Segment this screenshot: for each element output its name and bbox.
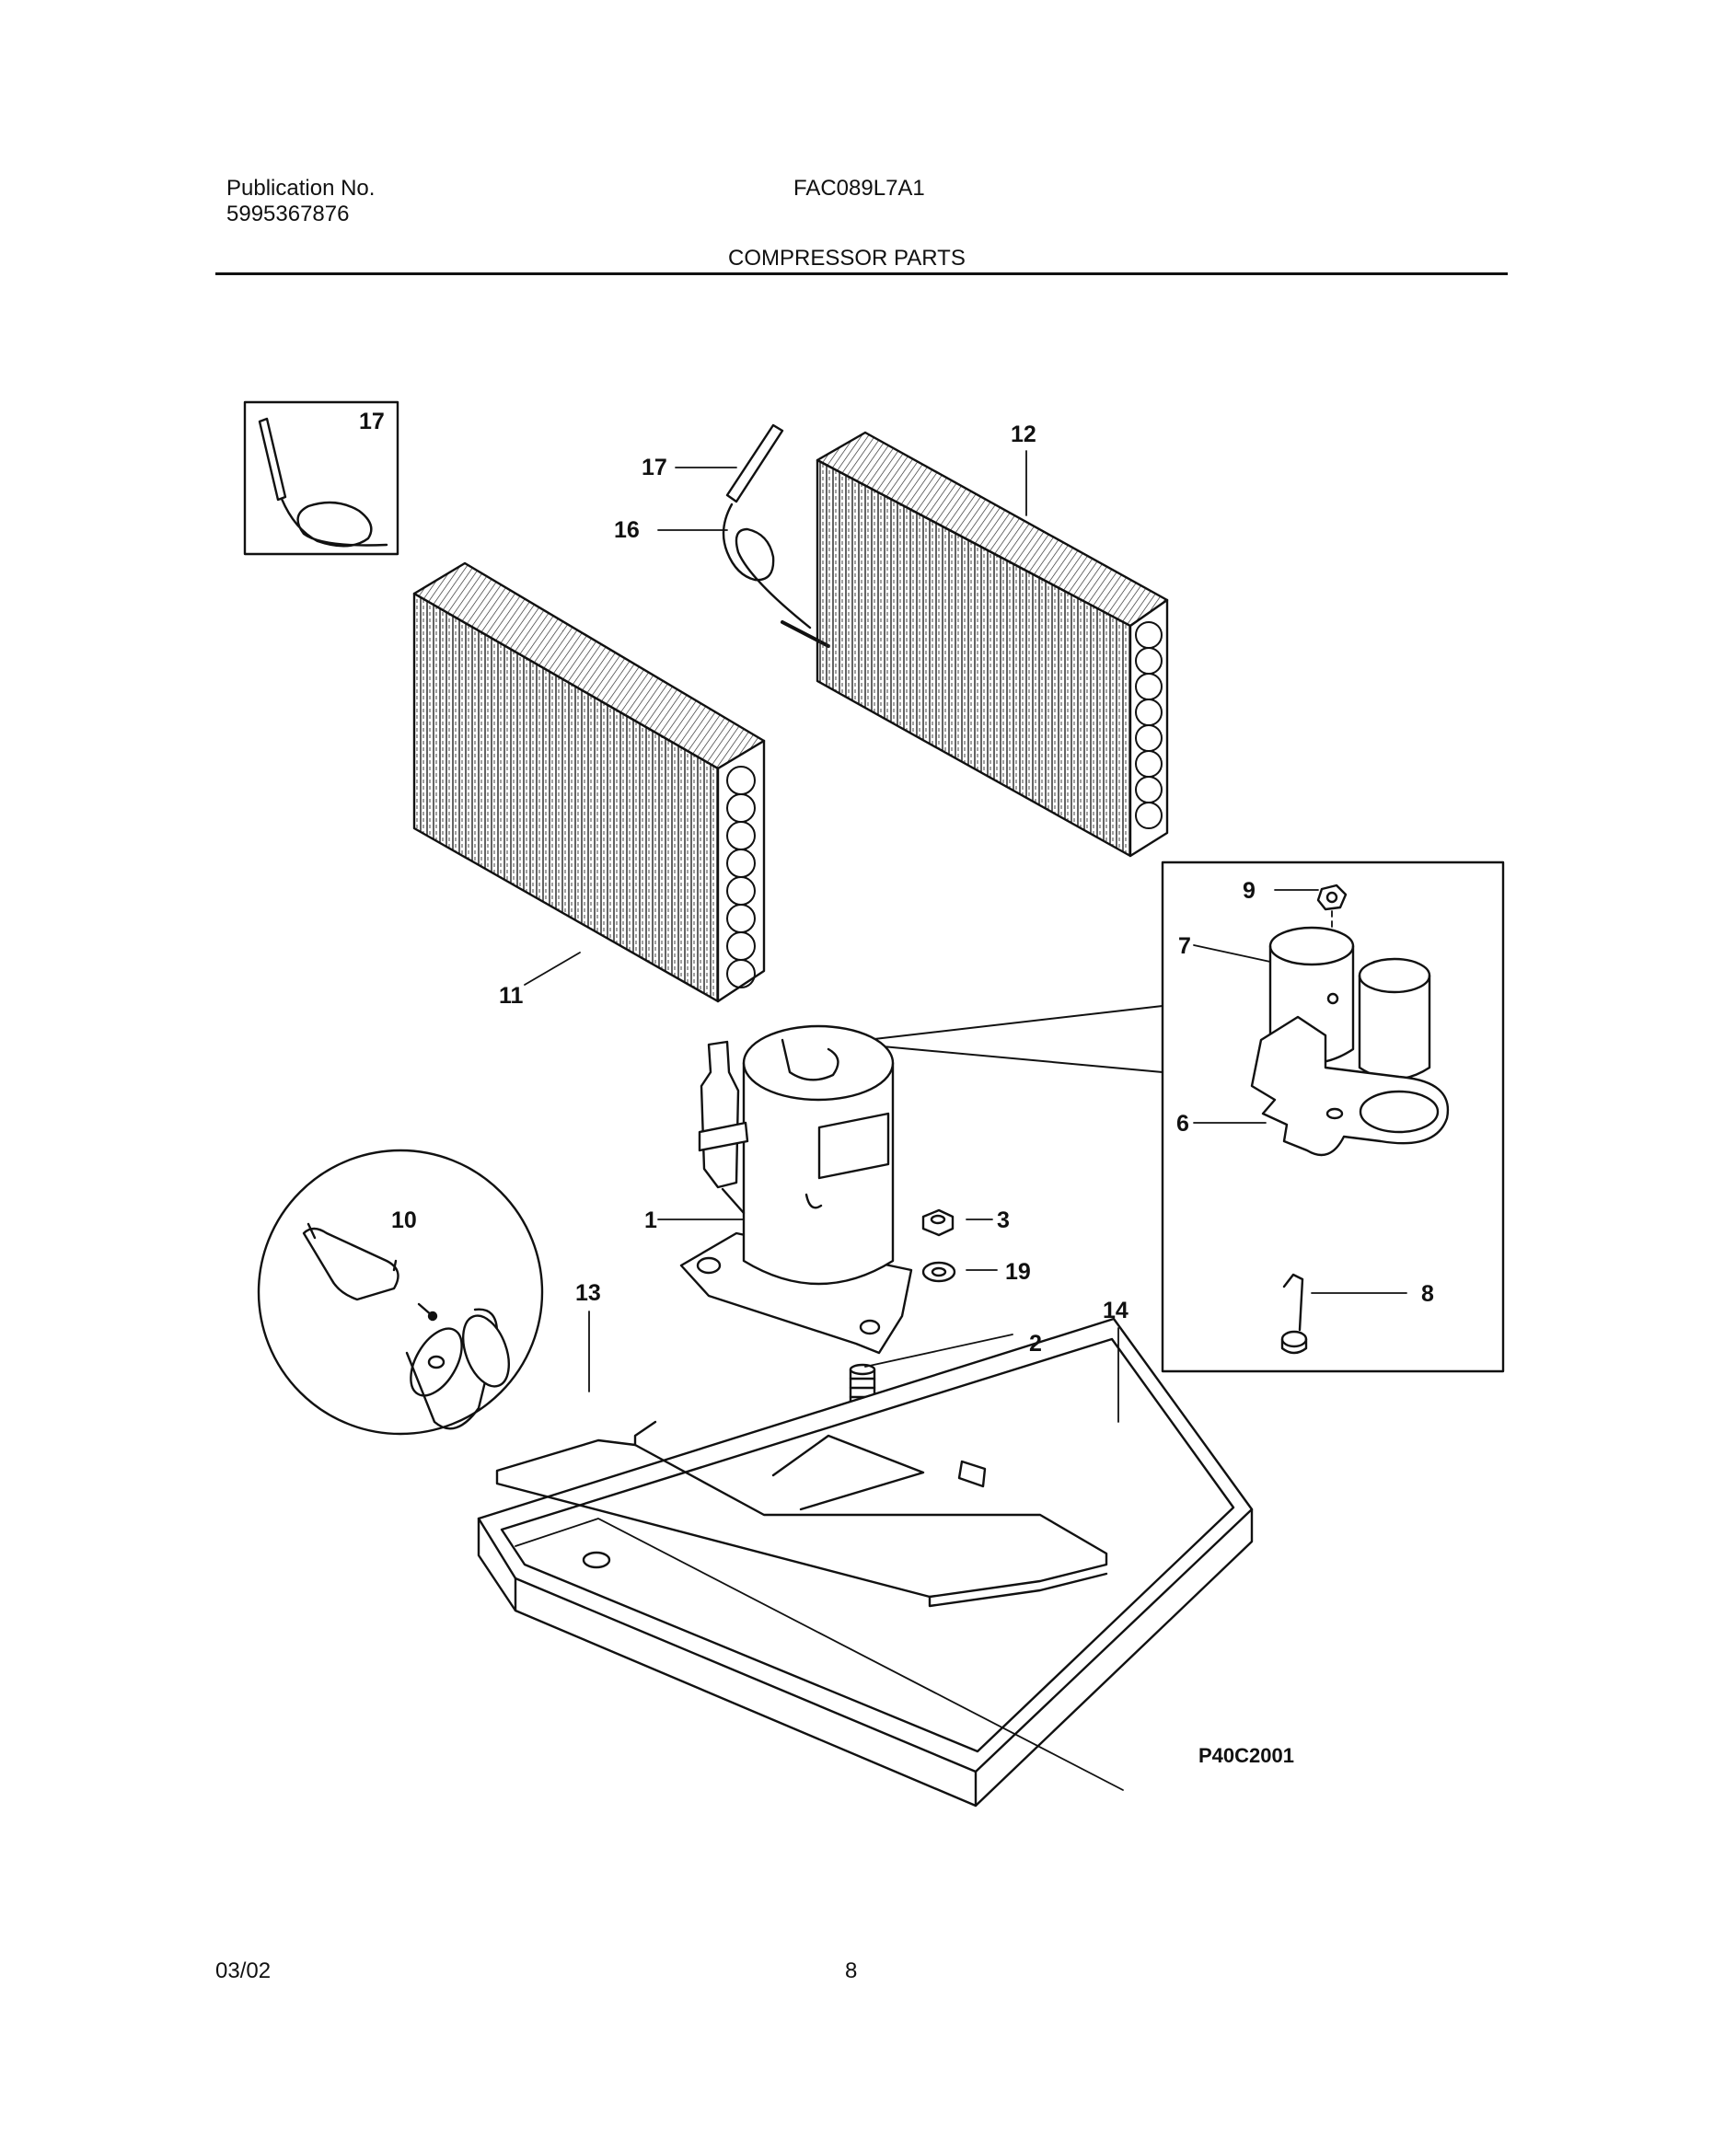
publication-label: Publication No. (226, 176, 376, 201)
footer-date: 03/02 (215, 1958, 272, 1983)
page-number: 8 (845, 1958, 858, 1983)
callout-12: 12 (1011, 422, 1036, 447)
callout-11: 11 (499, 983, 524, 1009)
publication-number: 5995367876 (226, 202, 350, 226)
compressor (679, 1024, 913, 1355)
callout-13: 13 (575, 1280, 601, 1306)
callout-19: 19 (1005, 1259, 1031, 1285)
section-title: COMPRESSOR PARTS (728, 246, 966, 271)
callout-14: 14 (1103, 1298, 1128, 1323)
header-rule (215, 272, 1508, 275)
callout-7: 7 (1178, 933, 1191, 959)
capillary-inset (243, 400, 399, 556)
callout-16: 16 (614, 517, 640, 543)
callout-10: 10 (391, 1207, 417, 1233)
callout-17: 17 (642, 455, 667, 480)
figure-code: P40C2001 (1198, 1744, 1294, 1767)
callout-3: 3 (997, 1207, 1010, 1233)
evaporator-coil (412, 561, 766, 1003)
callout-17-inset: 17 (359, 409, 385, 434)
callout-2: 2 (1029, 1331, 1042, 1357)
leader-lines (524, 450, 1407, 1423)
callout-8: 8 (1421, 1281, 1434, 1307)
callout-6: 6 (1176, 1111, 1189, 1137)
inset-pointer-lines (841, 1005, 1163, 1073)
callout-9: 9 (1243, 878, 1256, 904)
callout-labels: 17 17 16 12 11 9 7 6 8 1 3 19 2 10 13 14 (359, 409, 1434, 1357)
overload-inset (1161, 861, 1505, 1373)
base-pan (477, 1317, 1254, 1808)
circle-inset (257, 1149, 544, 1436)
model-number: FAC089L7A1 (793, 176, 925, 201)
condenser-coil (816, 431, 1169, 858)
capillary-tube (722, 423, 830, 648)
callout-1: 1 (644, 1207, 657, 1233)
hardware-nut-washer (921, 1208, 956, 1283)
